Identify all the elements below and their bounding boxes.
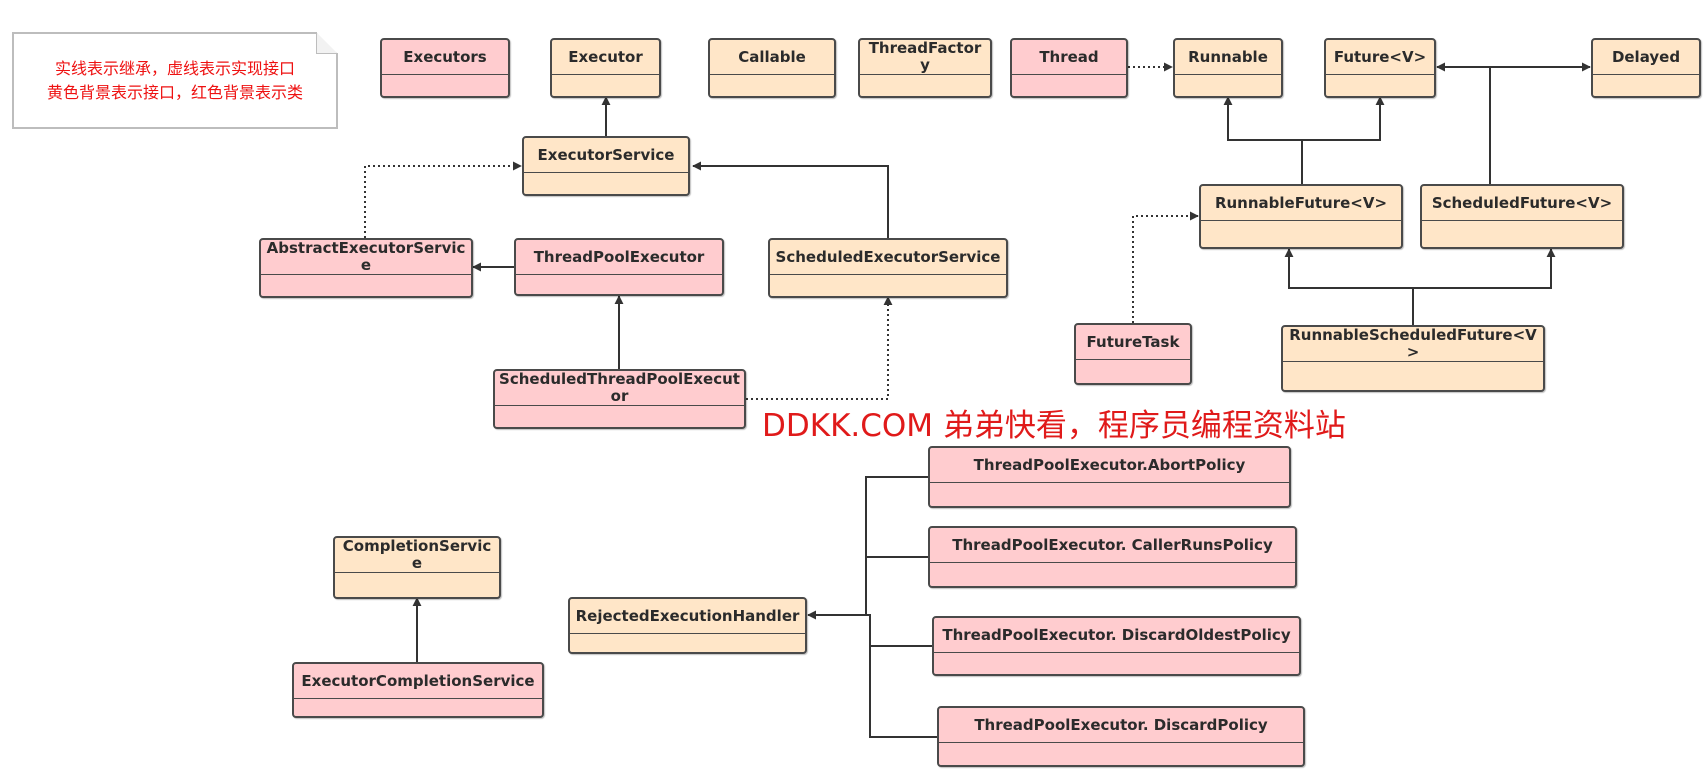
edge-ses-executorservice — [692, 161, 889, 238]
edge-runnablefuture-runnable — [1223, 96, 1303, 184]
node-runnable: Runnable — [1173, 38, 1283, 98]
node-executorservice-title: ExecutorService — [524, 138, 688, 173]
edge-stpe-ses — [746, 296, 893, 400]
node-runnablefuture: RunnableFuture<V> — [1199, 184, 1403, 249]
node-completionservice: CompletionService — [333, 536, 501, 599]
note-line-2: 黄色背景表示接口，红色背景表示类 — [46, 82, 303, 102]
node-threadfactory-title: ThreadFactory — [860, 40, 990, 75]
node-runnablescheduledfuture-title: RunnableScheduledFuture<V> — [1283, 327, 1543, 362]
node-discardoldestpolicy-title: ThreadPoolExecutor. DiscardOldestPolicy — [934, 618, 1299, 653]
node-discardpolicy: ThreadPoolExecutor. DiscardPolicy — [937, 706, 1305, 767]
node-callerrunspolicy-title: ThreadPoolExecutor. CallerRunsPolicy — [930, 528, 1295, 563]
edge-abstract-executorservice — [364, 161, 522, 238]
node-runnable-title: Runnable — [1175, 40, 1281, 75]
node-discardoldestpolicy: ThreadPoolExecutor. DiscardOldestPolicy — [932, 616, 1301, 676]
node-rejectedexecutionhandler-title: RejectedExecutionHandler — [570, 599, 805, 634]
legend-note: 实线表示继承，虚线表示实现接口 黄色背景表示接口，红色背景表示类 — [12, 32, 338, 129]
node-scheduledthreadpoolexecutor: ScheduledThreadPoolExecutor — [493, 369, 746, 429]
node-callable-title: Callable — [710, 40, 834, 75]
node-delayed: Delayed — [1591, 38, 1701, 98]
edge-runnablefuture-future — [1302, 96, 1385, 141]
node-future-title: Future<V> — [1326, 40, 1434, 75]
node-scheduledexecutorservice: ScheduledExecutorService — [768, 238, 1008, 298]
node-executorcompletionservice: ExecutorCompletionService — [292, 662, 544, 718]
node-futuretask: FutureTask — [1074, 323, 1192, 385]
node-future: Future<V> — [1324, 38, 1436, 98]
node-rejectedexecutionhandler: RejectedExecutionHandler — [568, 597, 807, 654]
node-discardpolicy-title: ThreadPoolExecutor. DiscardPolicy — [939, 708, 1303, 743]
node-executorservice: ExecutorService — [522, 136, 690, 196]
node-thread: Thread — [1010, 38, 1128, 98]
node-runnablescheduledfuture: RunnableScheduledFuture<V> — [1281, 325, 1545, 392]
note-fold-icon — [316, 32, 338, 54]
edge-rsf-runnablefuture — [1284, 248, 1414, 325]
node-thread-title: Thread — [1012, 40, 1126, 75]
node-callerrunspolicy: ThreadPoolExecutor. CallerRunsPolicy — [928, 526, 1297, 588]
node-futuretask-title: FutureTask — [1076, 325, 1190, 360]
node-delayed-title: Delayed — [1593, 40, 1699, 75]
node-executorcompletionservice-title: ExecutorCompletionService — [294, 664, 542, 699]
node-executors: Executors — [380, 38, 510, 98]
node-scheduledthreadpoolexecutor-title: ScheduledThreadPoolExecutor — [495, 371, 744, 406]
node-runnablefuture-title: RunnableFuture<V> — [1201, 186, 1401, 221]
node-abstractexecutorservice-title: AbstractExecutorService — [261, 240, 471, 275]
node-abstractexecutorservice: AbstractExecutorService — [259, 238, 473, 298]
edge-futuretask-runnablefuture — [1132, 211, 1199, 323]
watermark-text: DDKK.COM 弟弟快看，程序员编程资料站 — [762, 408, 1346, 444]
node-scheduledexecutorservice-title: ScheduledExecutorService — [770, 240, 1006, 275]
note-line-1: 实线表示继承，虚线表示实现接口 — [54, 58, 295, 78]
edge-rsf-scheduledfuture — [1413, 248, 1556, 289]
node-scheduledfuture: ScheduledFuture<V> — [1420, 184, 1624, 249]
node-threadfactory: ThreadFactory — [858, 38, 992, 98]
node-completionservice-title: CompletionService — [335, 538, 499, 573]
node-executor-title: Executor — [552, 40, 659, 75]
node-executors-title: Executors — [382, 40, 508, 75]
node-abortpolicy: ThreadPoolExecutor.AbortPolicy — [928, 446, 1291, 508]
edge-scheduledfuture-future — [1436, 62, 1491, 184]
node-threadpoolexecutor: ThreadPoolExecutor — [514, 238, 724, 296]
node-abortpolicy-title: ThreadPoolExecutor.AbortPolicy — [930, 448, 1289, 483]
node-callable: Callable — [708, 38, 836, 98]
node-scheduledfuture-title: ScheduledFuture<V> — [1422, 186, 1622, 221]
edge-policies-trunk — [865, 476, 937, 738]
node-threadpoolexecutor-title: ThreadPoolExecutor — [516, 240, 722, 275]
node-executor: Executor — [550, 38, 661, 98]
